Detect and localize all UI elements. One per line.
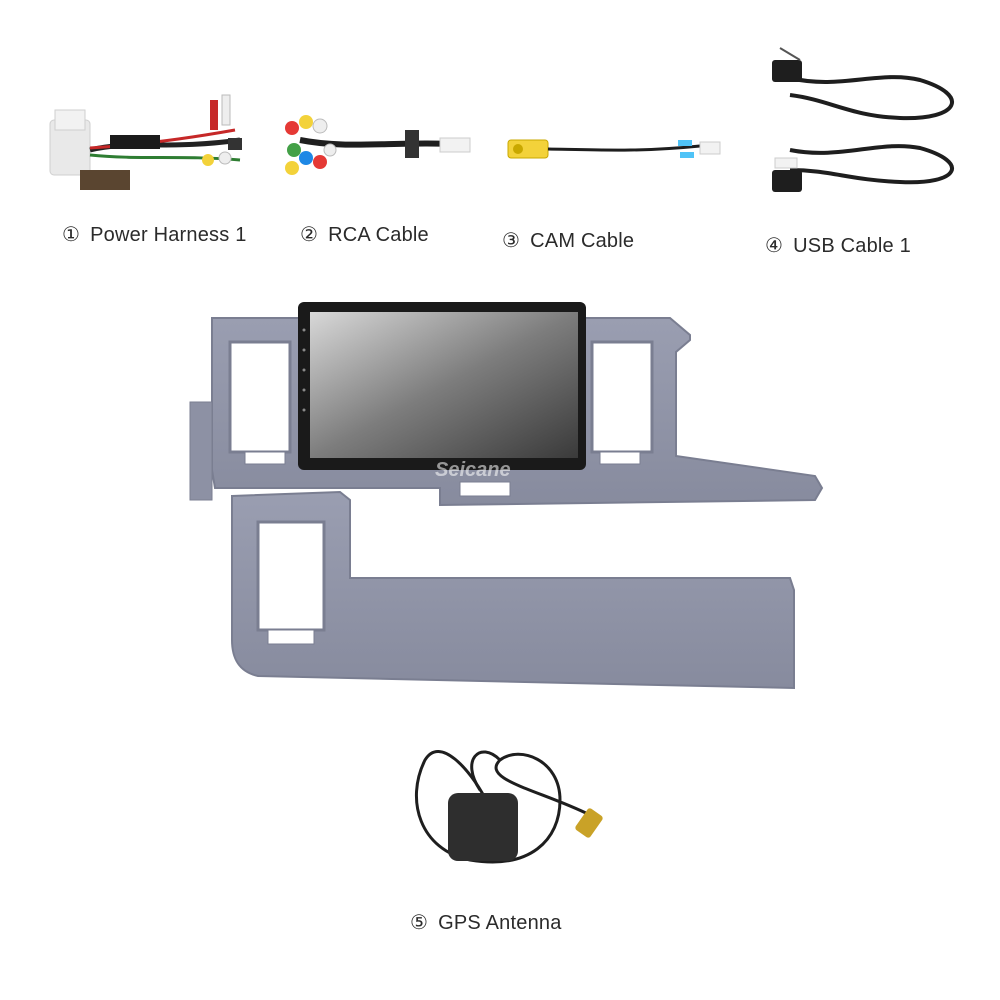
caption-gps-antenna: ⑤ GPS Antenna	[410, 910, 562, 935]
watermark-text: Seicane	[435, 459, 511, 481]
power-harness-icon	[49, 94, 242, 190]
rca-cable-icon	[285, 115, 471, 175]
usb-cable-icon	[772, 47, 954, 192]
lower-dash-panel	[231, 490, 795, 690]
cam-cable-icon	[507, 139, 721, 159]
caption-number: ⑤	[410, 912, 429, 934]
caption-number: ②	[300, 224, 319, 246]
gps-antenna-icon	[414, 750, 603, 864]
head-unit-screen	[298, 302, 586, 470]
caption-power-harness: ① Power Harness 1	[62, 222, 247, 247]
caption-rca-cable: ② RCA Cable	[300, 222, 429, 247]
caption-number: ④	[765, 235, 784, 257]
caption-cam-cable: ③ CAM Cable	[502, 228, 634, 253]
caption-number: ③	[502, 230, 521, 252]
caption-label: USB Cable 1	[793, 235, 911, 257]
caption-label: RCA Cable	[328, 224, 429, 246]
caption-label: CAM Cable	[530, 230, 635, 252]
caption-label: Power Harness 1	[90, 224, 247, 246]
caption-label: GPS Antenna	[438, 912, 562, 934]
caption-usb-cable: ④ USB Cable 1	[765, 233, 911, 258]
caption-number: ①	[62, 224, 81, 246]
